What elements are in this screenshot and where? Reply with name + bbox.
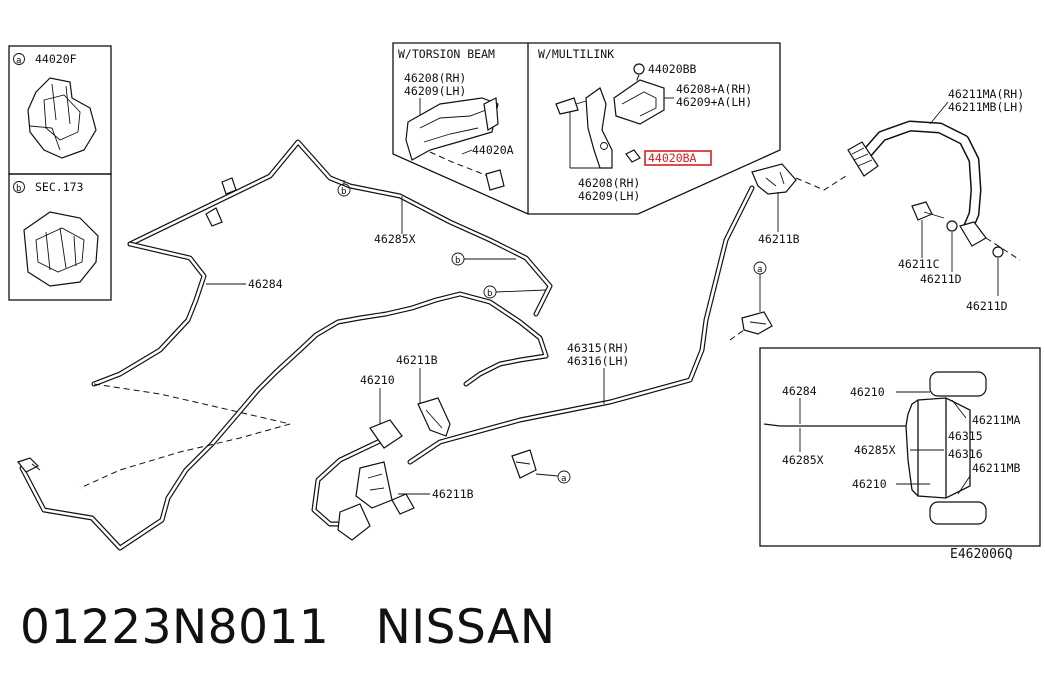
svg-text:a: a [561, 474, 566, 484]
multilink-detail: W/MULTILINK 44020BB 46208+A(RH) 46209+A(… [538, 47, 752, 203]
layout-view: 46284 46285X 46210 46285X 46210 46211MA … [759, 347, 1041, 547]
svg-text:46209(LH): 46209(LH) [404, 84, 466, 98]
brake-hose-46210 [311, 419, 415, 541]
svg-text:46285X: 46285X [782, 453, 824, 467]
brake-hose-46211m [847, 120, 982, 234]
callouts: 46284 46285X 46315(RH) 46316(LH) 46211B … [206, 87, 1024, 501]
svg-text:46211C: 46211C [898, 257, 940, 271]
svg-text:46285X: 46285X [854, 443, 896, 457]
clip-46211b-mid [417, 397, 451, 437]
svg-text:44020BB: 44020BB [648, 62, 697, 76]
svg-text:46211MA(RH): 46211MA(RH) [948, 87, 1024, 101]
svg-text:a: a [16, 56, 21, 66]
svg-text:46211D: 46211D [966, 299, 1008, 313]
inset-b-clip: b SEC.173 [8, 173, 112, 301]
svg-text:W/TORSION BEAM: W/TORSION BEAM [398, 47, 495, 61]
svg-text:46211MB: 46211MB [972, 461, 1021, 475]
brand-name: NISSAN [375, 600, 556, 655]
svg-text:b: b [487, 289, 492, 299]
svg-text:46208+A(RH): 46208+A(RH) [676, 82, 752, 96]
svg-text:b: b [16, 184, 21, 194]
bracket-lower [511, 449, 537, 479]
footer-part-info: 01223N8011 NISSAN [20, 600, 556, 655]
svg-text:46211MA: 46211MA [972, 413, 1021, 427]
tube-clip-upper [205, 177, 237, 227]
inset-a-clip: a 44020F [8, 45, 112, 175]
highlight-box [644, 150, 712, 166]
torsion-beam-detail: W/TORSION BEAM 46208(RH) 46209(LH) 44020… [398, 47, 514, 191]
hose-fittings [911, 201, 1021, 261]
svg-text:44020F: 44020F [35, 52, 77, 66]
svg-text:SEC.173: SEC.173 [35, 180, 84, 194]
brake-tube-46315-46316 [407, 185, 755, 465]
highlighted-part-label[interactable]: 44020BA [648, 151, 697, 165]
clip-46211b-top [751, 163, 847, 195]
svg-text:44020A: 44020A [472, 143, 514, 157]
marker-b-2: b [451, 252, 516, 266]
svg-text:46315(RH): 46315(RH) [567, 341, 629, 355]
svg-text:46285X: 46285X [374, 232, 416, 246]
svg-text:W/MULTILINK: W/MULTILINK [538, 47, 614, 61]
svg-text:46284: 46284 [782, 384, 817, 398]
brake-tube-46285x [79, 139, 553, 489]
marker-a-2: a [535, 470, 571, 484]
marker-a-1: a [753, 261, 767, 312]
part-number: 01223N8011 [20, 600, 330, 655]
svg-text:46316: 46316 [948, 447, 983, 461]
brake-tube-46284 [19, 291, 549, 551]
svg-text:46210: 46210 [360, 373, 395, 387]
left-tube-end-fitting [16, 457, 41, 473]
svg-text:46211B: 46211B [396, 353, 438, 367]
svg-text:46210: 46210 [852, 477, 887, 491]
svg-text:46211D: 46211D [920, 272, 962, 286]
diagram-code: E462006Q [950, 547, 1013, 562]
svg-text:46208(RH): 46208(RH) [404, 71, 466, 85]
svg-text:46211B: 46211B [758, 232, 800, 246]
svg-text:46211MB(LH): 46211MB(LH) [948, 100, 1024, 114]
svg-text:46208(RH): 46208(RH) [578, 176, 640, 190]
detail-box [392, 42, 781, 215]
marker-b-3: b [483, 285, 547, 299]
svg-text:46315: 46315 [948, 429, 983, 443]
marker-b-1: b [337, 180, 351, 197]
svg-text:46210: 46210 [850, 385, 885, 399]
tube-clip-mid-right [729, 311, 773, 341]
svg-text:46284: 46284 [248, 277, 283, 291]
svg-text:46209(LH): 46209(LH) [578, 189, 640, 203]
clip-46211b-low [355, 461, 393, 509]
svg-text:46211B: 46211B [432, 487, 474, 501]
svg-text:a: a [757, 265, 762, 275]
svg-text:46316(LH): 46316(LH) [567, 354, 629, 368]
svg-text:46209+A(LH): 46209+A(LH) [676, 95, 752, 109]
svg-text:b: b [341, 187, 346, 197]
view-markers: b b b a a [337, 180, 767, 484]
svg-text:b: b [455, 256, 460, 266]
